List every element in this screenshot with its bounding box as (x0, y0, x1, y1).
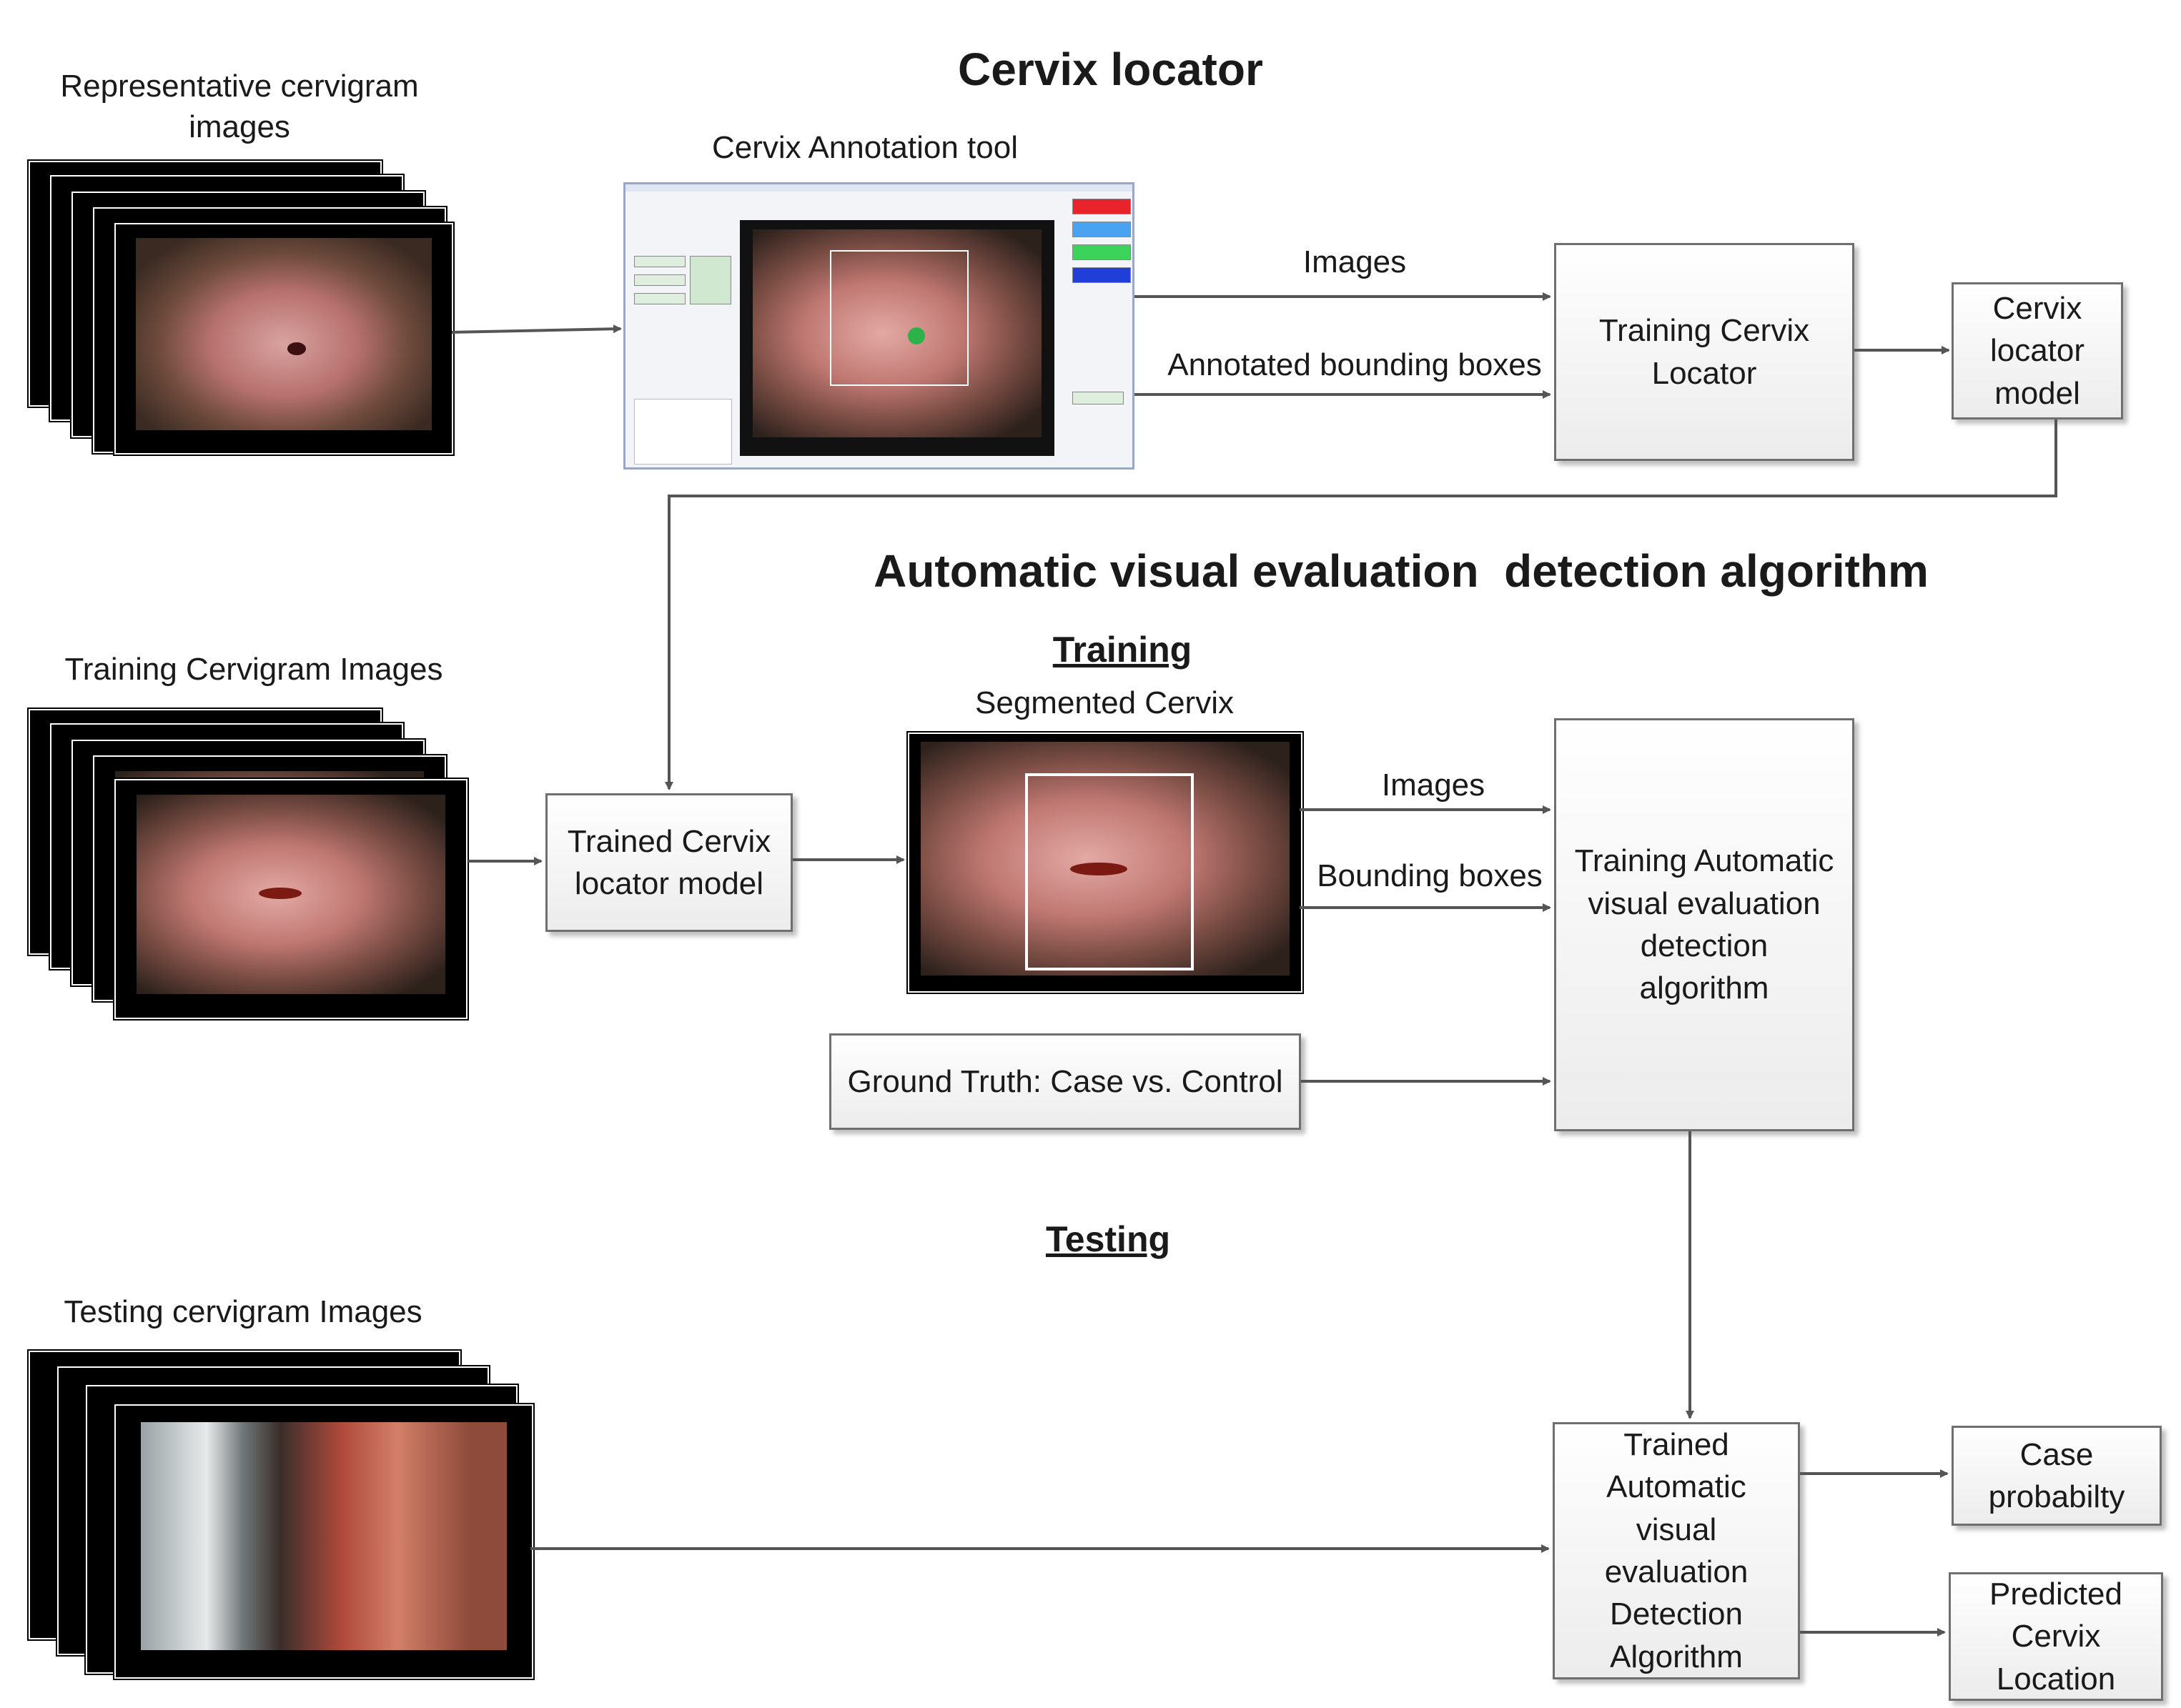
title-training: Training (1052, 630, 1192, 670)
edge-label-images-1: Images (1302, 244, 1407, 279)
label-representative-images: Representative cervigram images (60, 69, 419, 145)
label-training-images: Training Cervigram Images (64, 652, 443, 687)
label-segmented-cervix: Segmented Cervix (975, 685, 1234, 720)
arrow-representative-to-tool (451, 324, 622, 334)
box-ground-truth: Ground Truth: Case vs. Control (829, 1033, 1301, 1130)
box-training-cervix-locator: Training Cervix Locator (1554, 243, 1854, 461)
title-ave-algorithm: Automatic visual evaluation detection al… (874, 545, 1929, 597)
box-case-probability: Case probabilty (1952, 1426, 2162, 1526)
box-cervix-locator-model: Cervix locator model (1952, 282, 2123, 419)
box-trained-cervix-locator-model: Trained Cervix locator model (545, 793, 793, 932)
segmented-cervix-image (908, 733, 1302, 993)
edge-label-annotated-bounding-boxes: Annotated bounding boxes (1167, 347, 1542, 382)
label-testing-images: Testing cervigram Images (64, 1294, 422, 1329)
edge-label-bounding-boxes: Bounding boxes (1317, 858, 1543, 893)
box-trained-ave-algorithm: Trained Automatic visual evaluation Dete… (1553, 1422, 1800, 1679)
label-annotation-tool: Cervix Annotation tool (711, 130, 1019, 165)
title-cervix-locator: Cervix locator (958, 44, 1263, 95)
title-testing: Testing (1045, 1219, 1171, 1259)
box-predicted-cervix-location: Predicted Cervix Location (1949, 1572, 2163, 1701)
edge-label-images-2: Images (1381, 768, 1485, 803)
arrow-model-to-trained-locator (665, 419, 2057, 790)
annotation-tool-screenshot (623, 182, 1134, 470)
box-training-ave-algorithm: Training Automatic visual evaluation det… (1554, 718, 1854, 1131)
